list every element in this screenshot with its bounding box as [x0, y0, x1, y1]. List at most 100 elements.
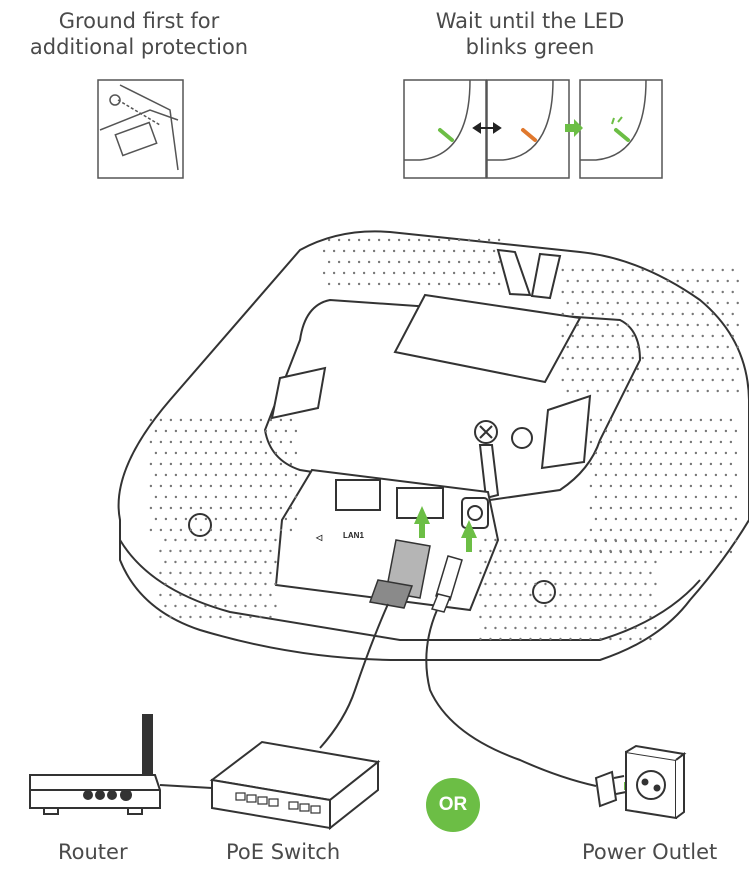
speaker-dot: [641, 356, 644, 360]
speaker-dot: [689, 440, 693, 444]
speaker-dot: [654, 604, 657, 608]
speaker-dot: [589, 462, 593, 466]
speaker-dot: [199, 528, 203, 532]
speaker-dot: [609, 462, 613, 466]
speaker-dot: [554, 626, 557, 630]
speaker-dot: [377, 238, 381, 242]
speaker-dot: [169, 528, 173, 532]
speaker-dot: [224, 495, 228, 499]
speaker-dot: [159, 593, 162, 597]
speaker-dot: [629, 571, 632, 575]
speaker-dot: [714, 473, 718, 477]
speaker-dot: [264, 429, 268, 433]
speaker-dot: [639, 484, 643, 488]
speaker-dot: [719, 550, 723, 554]
speaker-dot: [174, 495, 178, 499]
speaker-dot: [367, 282, 371, 286]
speaker-dot: [699, 462, 703, 466]
speaker-dot: [631, 312, 634, 316]
speaker-dot: [589, 549, 592, 553]
speaker-dot: [284, 451, 288, 455]
speaker-dot: [616, 301, 619, 305]
speaker-dot: [372, 249, 376, 253]
speaker-dot: [509, 593, 512, 597]
speaker-dot: [634, 538, 637, 542]
speaker-dot: [624, 495, 628, 499]
speaker-dot: [619, 440, 623, 444]
speaker-dot: [402, 271, 406, 275]
speaker-dot: [264, 560, 267, 564]
speaker-dot: [599, 549, 602, 553]
speaker-dot: [244, 538, 247, 542]
speaker-dot: [676, 279, 679, 283]
speaker-dot: [372, 271, 376, 275]
speaker-dot: [422, 271, 426, 275]
speaker-dot: [649, 549, 652, 553]
speaker-dot: [676, 323, 679, 327]
speaker-dot: [467, 238, 471, 242]
speaker-dot: [681, 268, 684, 272]
speaker-dot: [352, 271, 356, 275]
speaker-dot: [347, 238, 351, 242]
svg-text:◁: ◁: [315, 533, 323, 542]
speaker-dot: [544, 604, 547, 608]
speaker-dot: [674, 539, 678, 543]
speaker-dot: [604, 473, 608, 477]
speaker-dot: [716, 323, 719, 327]
speaker-dot: [337, 282, 341, 286]
speaker-dot: [492, 271, 496, 275]
speaker-dot: [169, 615, 172, 619]
speaker-dot: [644, 517, 648, 521]
speaker-dot: [581, 334, 584, 338]
speaker-dot: [209, 506, 213, 510]
speaker-dot: [214, 582, 217, 586]
speaker-dot: [154, 473, 158, 477]
speaker-dot: [164, 495, 168, 499]
speaker-dot: [654, 429, 658, 433]
speaker-dot: [472, 249, 476, 253]
dc-power-port: [461, 497, 489, 529]
speaker-dot: [656, 279, 659, 283]
speaker-dot: [347, 260, 351, 264]
speaker-dot: [259, 462, 263, 466]
ground-inset-frame: [97, 79, 184, 179]
speaker-dot: [599, 615, 602, 619]
speaker-dot: [619, 506, 623, 510]
speaker-dot: [574, 604, 577, 608]
speaker-dot: [656, 323, 659, 327]
speaker-dot: [529, 549, 532, 553]
speaker-dot: [619, 528, 623, 532]
speaker-dot: [699, 550, 703, 554]
speaker-dot: [179, 615, 182, 619]
speaker-dot: [619, 615, 622, 619]
router-label: Router: [58, 840, 128, 864]
speaker-dot: [596, 345, 599, 349]
speaker-dot: [711, 290, 714, 294]
speaker-dot: [561, 378, 564, 382]
speaker-dot: [294, 495, 298, 499]
speaker-dot: [189, 615, 192, 619]
speaker-dot: [342, 249, 346, 253]
speaker-dot: [619, 484, 623, 488]
speaker-dot: [664, 539, 668, 543]
speaker-dot: [234, 582, 237, 586]
speaker-dot: [594, 495, 598, 499]
speaker-dot: [639, 615, 642, 619]
speaker-dot: [589, 418, 593, 422]
speaker-dot: [689, 484, 693, 488]
speaker-dot: [427, 238, 431, 242]
speaker-dot: [569, 571, 572, 575]
speaker-dot: [629, 440, 633, 444]
speaker-dot: [199, 571, 202, 575]
speaker-dot: [199, 549, 202, 553]
double-arrow-icon: [472, 122, 502, 134]
speaker-dot: [432, 271, 436, 275]
speaker-dot: [327, 238, 331, 242]
speaker-dot: [164, 451, 168, 455]
speaker-dot: [731, 268, 734, 272]
speaker-dot: [594, 473, 598, 477]
speaker-dot: [621, 356, 624, 360]
speaker-dot: [669, 484, 673, 488]
speaker-dot: [284, 517, 288, 521]
